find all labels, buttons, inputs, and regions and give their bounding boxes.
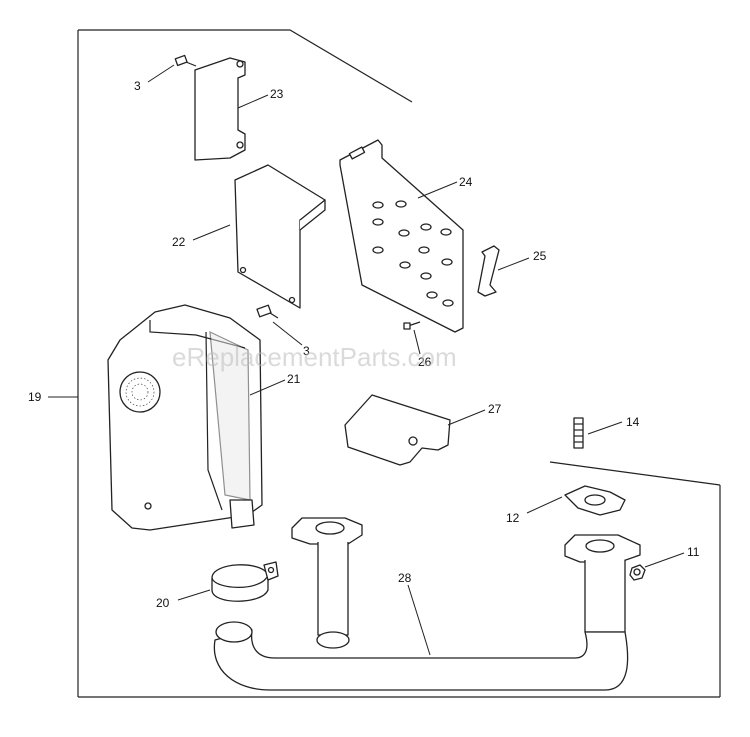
callout-3-middle: 3: [303, 344, 310, 358]
callout-23: 23: [270, 87, 284, 101]
part-20-clamp: [211, 561, 279, 602]
part-3-bolt-top: [174, 54, 197, 67]
part-25-strap: [477, 245, 500, 297]
part-3-bolt-middle: [256, 304, 279, 319]
callout-24: 24: [459, 175, 473, 189]
part-26-screw: [403, 321, 421, 330]
callout-numbers: 3 23 24 22 25 3 26 19 21 27 14 12 11 20 …: [28, 79, 700, 610]
callout-19: 19: [28, 390, 42, 404]
diagram-frame: [77, 29, 721, 698]
callout-14: 14: [626, 415, 640, 429]
part-23-bracket: [194, 57, 246, 161]
callout-12: 12: [506, 511, 520, 525]
callout-22: 22: [172, 235, 186, 249]
callout-27: 27: [488, 402, 502, 416]
part-12-gasket: [564, 485, 626, 516]
part-21-muffler: [107, 304, 263, 531]
callout-25: 25: [533, 249, 547, 263]
callout-3-top: 3: [134, 79, 141, 93]
leader-lines: [48, 64, 685, 656]
part-14-stud: [573, 417, 584, 449]
callout-11: 11: [687, 545, 700, 559]
part-22-angle-plate: [234, 164, 326, 309]
plate-24-slots: [372, 200, 454, 307]
part-11-nut: [629, 564, 646, 581]
callout-26: 26: [418, 355, 432, 369]
callout-21: 21: [287, 372, 301, 386]
part-24-mounting-plate: [339, 139, 464, 333]
muffler-vent-grille: [119, 371, 161, 413]
part-28-exhaust-pipe: [213, 517, 641, 691]
part-27-plate: [344, 394, 451, 466]
callout-28: 28: [398, 571, 412, 585]
callout-20: 20: [156, 596, 170, 610]
watermark: eReplacementParts.com: [172, 342, 457, 372]
